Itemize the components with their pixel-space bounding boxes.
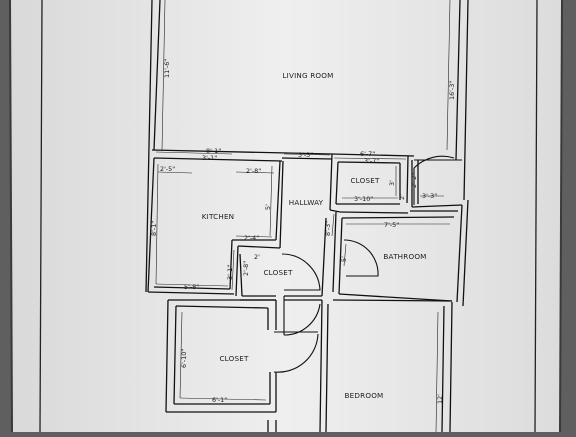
dim-hall-h: 8'-3"	[324, 221, 332, 236]
room-label-closet-left: CLOSET	[219, 354, 249, 363]
room-labels: LIVING ROOM KITCHEN HALLWAY CLOSET BATHR…	[202, 71, 427, 400]
walls	[145, 0, 469, 433]
room-label-bathroom: BATHROOM	[383, 252, 426, 261]
room-label-hallway: HALLWAY	[289, 198, 324, 207]
border-left	[39, 0, 43, 433]
dim-bath-w: 7'-5"	[384, 221, 399, 229]
dim-kitchen-bottom: 5'-8"	[184, 283, 199, 291]
border-right	[534, 0, 538, 433]
dim-closet-left-h: 6'-10"	[180, 349, 188, 368]
dim-bedroom-h: 12'	[436, 394, 444, 404]
dim-living-height: 11'-6"	[163, 59, 171, 78]
room-label-kitchen: KITCHEN	[202, 212, 235, 221]
room-label-living-room: LIVING ROOM	[282, 71, 333, 80]
paper-sheet	[9, 0, 563, 433]
dim-closet-top-h: 3'	[388, 180, 396, 186]
room-label-closet-top: CLOSET	[350, 176, 380, 185]
dim-kitchen-e: 3'-1"	[226, 265, 234, 280]
dim-closet-top-w: 3'-10"	[354, 195, 373, 203]
dim-bath-h: 5'	[340, 256, 348, 262]
dim-stub-a: 2'-2"	[410, 173, 418, 188]
dim-kitchen-c: 2'-4"	[244, 234, 259, 242]
dim-living-right: 16'-3"	[448, 81, 456, 100]
dim-top-e: 3'-7"	[364, 157, 379, 165]
room-label-closet-mid: CLOSET	[263, 268, 293, 277]
dim-stub-b: 3'-3"	[422, 192, 437, 200]
dim-kitchen-left: 8'-1"	[150, 221, 158, 236]
dim-kitchen-a: 2'-5"	[160, 165, 175, 173]
dimension-lines	[155, 0, 451, 433]
dim-closet-left-w: 6'-1"	[212, 396, 227, 404]
dim-top-b: 3'-1"	[202, 154, 217, 162]
dim-kitchen-d: 2'	[254, 253, 260, 261]
dim-top-a: 8'-1"	[206, 147, 221, 155]
doors	[273, 155, 462, 373]
dim-kitchen-b: 2'-8"	[246, 167, 261, 175]
dim-closet-top-r: 2'	[398, 194, 406, 200]
dim-kitchen-right: 5'	[264, 204, 272, 210]
room-label-bedroom: BEDROOM	[345, 391, 384, 400]
dim-top-c: 3'-3"	[298, 151, 313, 159]
dimension-labels: 11'-6" 16'-3" 8'-1" 3'-1" 3'-3" 6'-7" 3'…	[150, 59, 456, 404]
dim-top-d: 6'-7"	[360, 150, 375, 158]
dim-kitchen-f: 2'-8"	[242, 261, 250, 276]
